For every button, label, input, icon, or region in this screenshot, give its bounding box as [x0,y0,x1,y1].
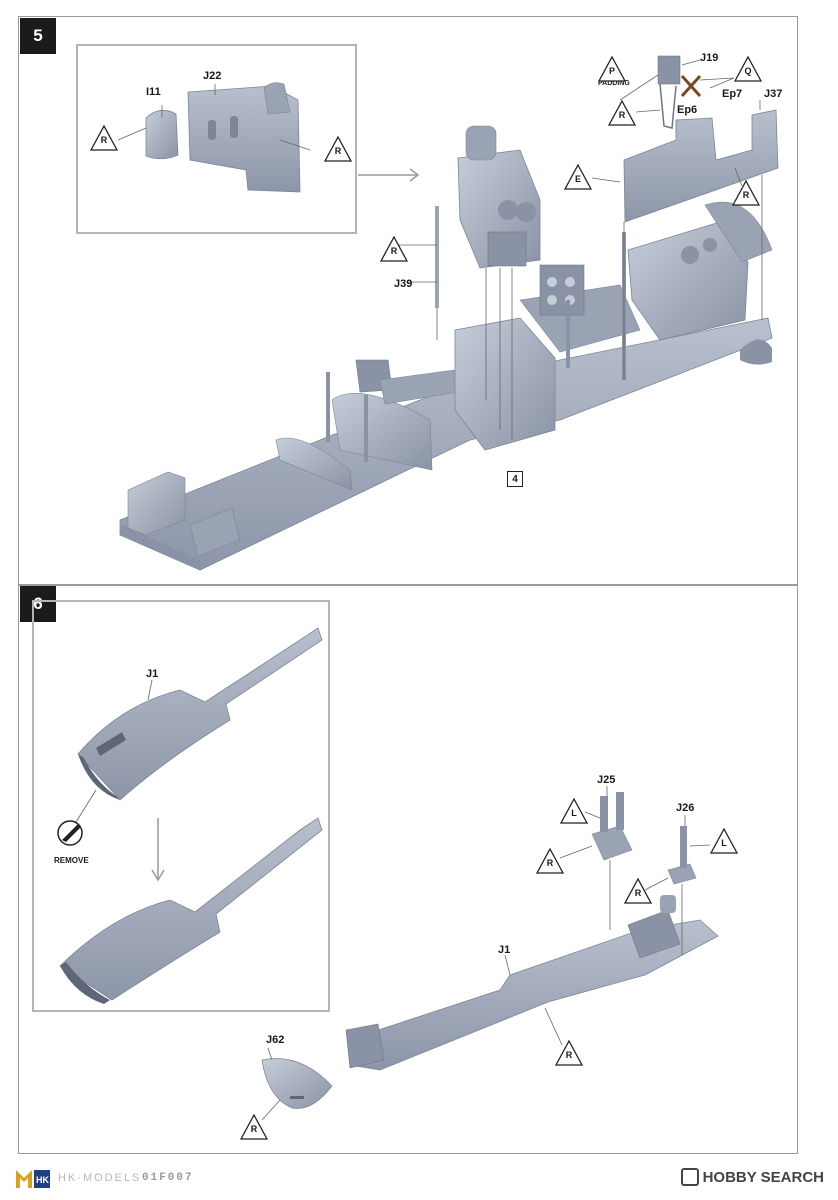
part-label-I11: I11 [146,86,161,98]
marker-R-J25: R [536,848,564,874]
marker-P: P [598,56,626,82]
part-J22-shape [187,82,301,193]
part-label-J1-main: J1 [498,944,511,956]
radio-rack-shape [457,125,541,269]
marker-R-J62: R [240,1114,268,1140]
part-label-J25: J25 [597,774,616,786]
part-J1-inset-bottom-shape [59,817,323,1004]
part-label-J22: J22 [203,70,222,82]
marker-R-J26: R [624,878,652,904]
part-label-J62: J62 [266,1034,285,1046]
part-J37-shape [623,109,779,223]
marker-R-inset-left: R [90,125,118,151]
marker-L-J26: L [710,828,738,854]
ep7-cross-mark [680,74,702,98]
part-J1-main-shape [345,895,719,1071]
step-5-number: 5 [20,18,56,54]
step-ref-box: 4 [507,471,523,487]
marker-R-J39: R [380,236,408,262]
step-5-inset [76,44,357,234]
part-label-J39: J39 [394,278,413,290]
part-label-Ep7: Ep7 [722,88,743,100]
part-J1-inset-top-shape [77,627,323,801]
marker-Q: Q [734,56,762,82]
part-label-J19: J19 [700,52,719,64]
hobby-search-icon [680,1168,699,1186]
marker-R-J19: R [608,100,636,126]
hobby-search-watermark: HOBBY SEARCH [680,1168,824,1186]
watermark-text: HOBBY SEARCH [702,1168,824,1186]
part-I11-shape [145,109,179,160]
part-label-J26: J26 [676,802,695,814]
step-6-inset [32,600,330,1012]
remove-knife-icon [57,820,83,846]
marker-E: E [564,164,592,190]
marker-R-J37: R [732,180,760,206]
hk-models-logo-icon: HK [16,1170,50,1188]
step-6-number: 6 [20,586,56,622]
part-J62-shape [261,1058,333,1109]
part-J26-shape [667,826,697,885]
part-label-Ep6: Ep6 [677,104,698,116]
part-J19-shape [657,55,681,129]
remove-label: REMOVE [54,856,89,865]
svg-text:HK: HK [36,1175,49,1185]
step-5-panel [18,16,798,586]
cockpit-floor-shape [119,201,773,571]
part-label-J1-inset: J1 [146,668,159,680]
padding-label: PADDING [598,80,630,87]
marker-L-J25: L [560,798,588,824]
footer-brand: HK-MODELS [58,1172,142,1184]
part-J25-shape [591,792,633,861]
part-label-J37: J37 [764,88,783,100]
marker-R-inset-right: R [324,136,352,162]
step-6-panel [18,584,798,1154]
marker-R-J1: R [555,1040,583,1066]
footer-page-code: 01F007 [142,1172,194,1184]
